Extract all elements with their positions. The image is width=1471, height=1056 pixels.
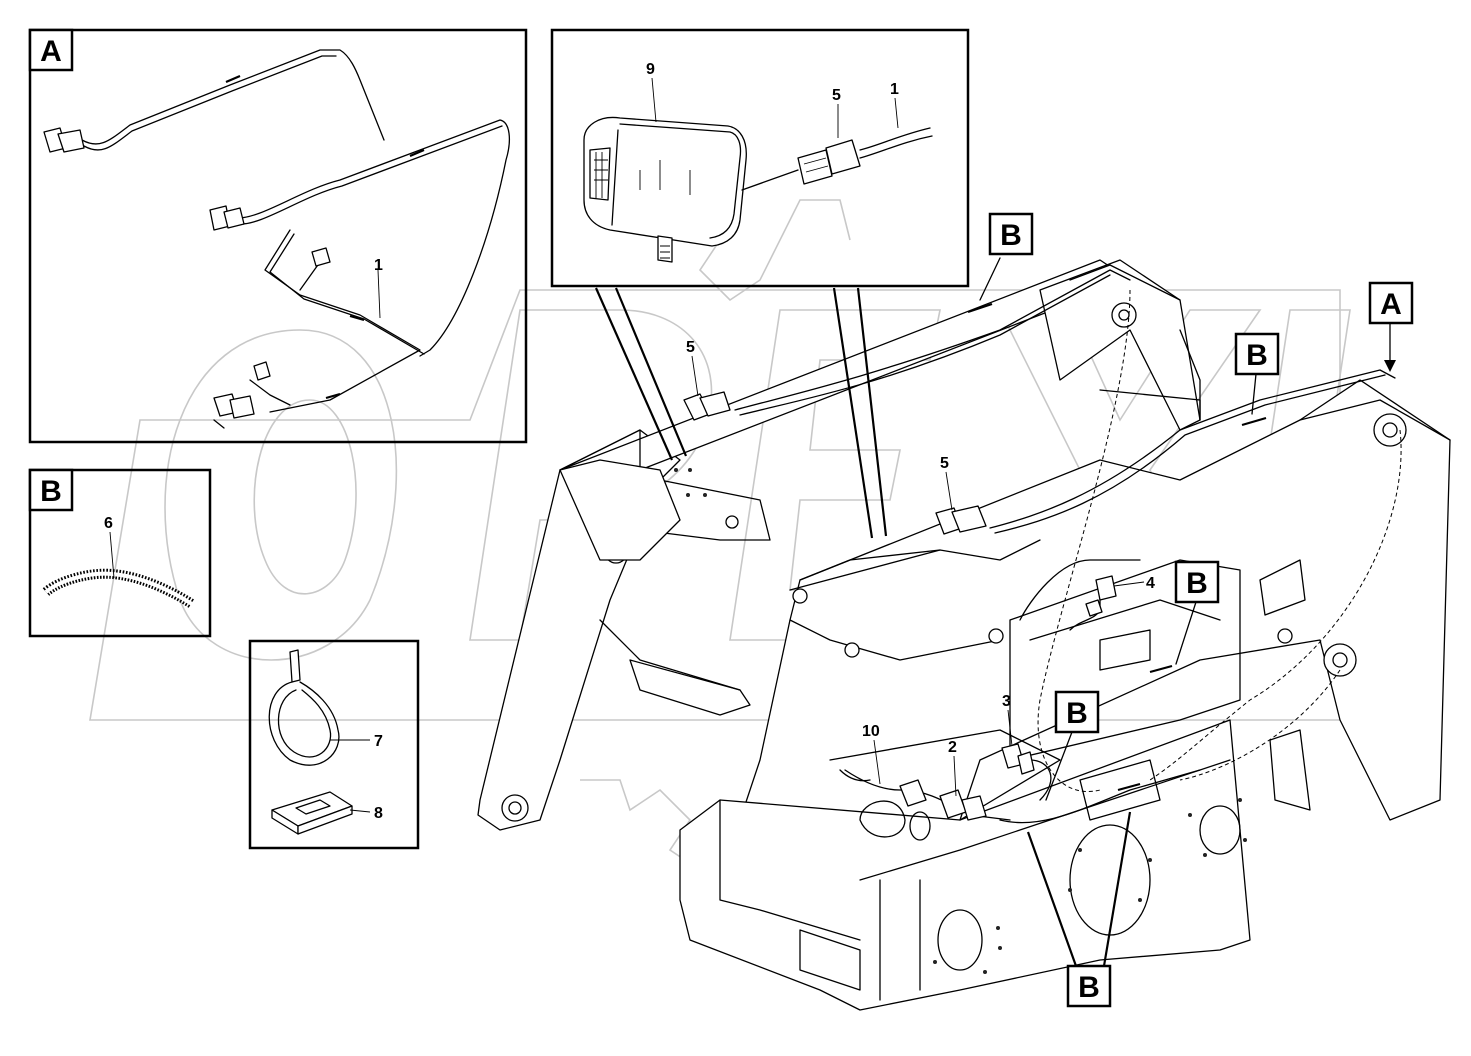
cable-tie (268, 649, 340, 766)
part-number-9: 9 (646, 61, 655, 78)
callout-b-right (1234, 332, 1280, 376)
callout-b-upper-text: B (1000, 219, 1022, 252)
connector-5-lower (935, 505, 987, 535)
part-number-8: 8 (374, 805, 383, 822)
spiral-wrap (42, 568, 195, 609)
callout-b-upper (988, 212, 1034, 256)
part-number-7: 7 (374, 733, 383, 750)
connector-2 (939, 789, 987, 821)
wire-harness-main (734, 269, 1402, 824)
detail-ties-panel (248, 639, 420, 850)
part-number-6: 6 (104, 515, 113, 532)
tie-mount (271, 791, 353, 835)
part-number-1-detail-a: 1 (374, 257, 383, 274)
work-lamp (583, 116, 799, 263)
callout-b-bottom (1066, 964, 1112, 1008)
part-number-2: 2 (948, 739, 957, 756)
connector-4 (1085, 575, 1117, 617)
part-number-10: 10 (862, 723, 880, 740)
detail-a-harness (43, 49, 511, 429)
detail-b-panel (28, 468, 212, 638)
part-number-5-lower: 5 (940, 455, 949, 472)
lamp-connector-5 (797, 139, 861, 185)
detail-b-label-box (28, 468, 74, 512)
loader-frame (477, 259, 1451, 1011)
callout-b-bottom-text: B (1078, 971, 1100, 1004)
part-number-3: 3 (1002, 693, 1011, 710)
callout-a-right (1368, 281, 1414, 325)
detail-b-title: B (40, 475, 62, 508)
callout-b-low (1054, 690, 1100, 734)
callout-b-low-text: B (1066, 697, 1088, 730)
lamp-cable-1 (859, 127, 933, 159)
callout-b-mid (1174, 560, 1220, 604)
detail-lamp-panel (550, 28, 970, 288)
callout-b-right-text: B (1246, 339, 1268, 372)
part-number-5-lamp: 5 (832, 87, 841, 104)
detail-a-title: A (40, 35, 62, 68)
connector-5-upper (683, 391, 731, 421)
detail-a-label-box (28, 28, 74, 72)
connector-10 (839, 769, 927, 807)
callout-a-right-text: A (1380, 288, 1402, 321)
callout-b-mid-text: B (1186, 567, 1208, 600)
leader-lines (109, 77, 1396, 967)
bolt-marks (674, 468, 1247, 974)
connector-3 (1001, 743, 1035, 775)
part-number-1-lamp: 1 (890, 81, 899, 98)
detail-a-panel (28, 28, 528, 444)
part-number-4: 4 (1146, 575, 1155, 592)
part-number-5-upper: 5 (686, 339, 695, 356)
